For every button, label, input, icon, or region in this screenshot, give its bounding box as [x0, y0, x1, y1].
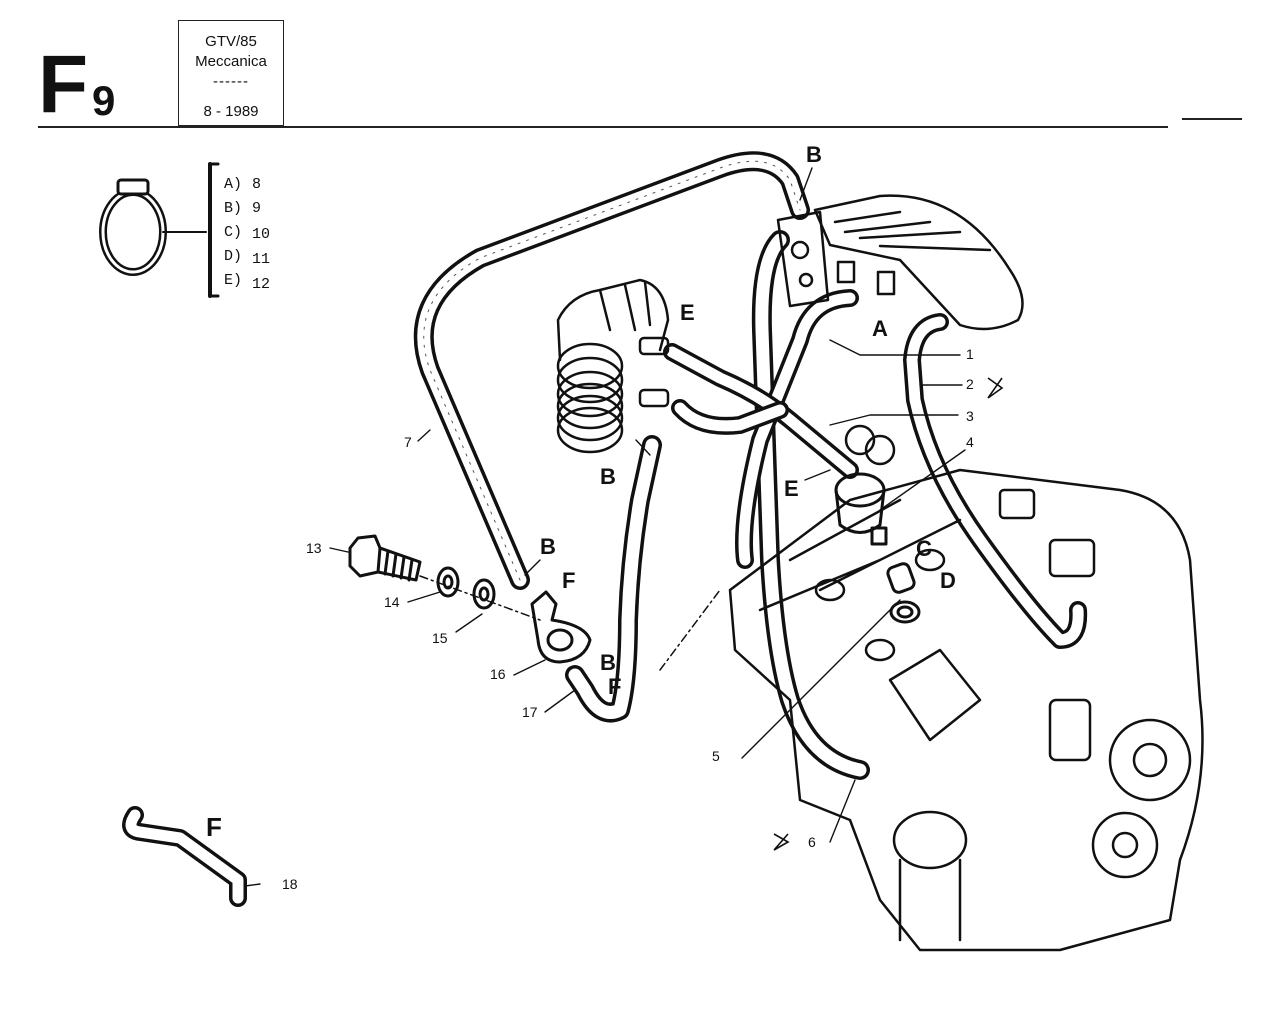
clamp-size-B: 9	[252, 200, 262, 217]
replacement-mark-6	[773, 833, 790, 851]
hose-letter-F-left: F	[562, 568, 576, 593]
thermostat-housing	[776, 210, 896, 308]
part-number-7: 7	[404, 434, 412, 450]
hose-E-top	[663, 343, 859, 479]
hose-letter-B-low: B	[600, 650, 616, 675]
hose-letter-B-left: B	[540, 534, 556, 559]
part-number-14: 14	[384, 594, 400, 610]
intake-manifold	[813, 194, 1024, 331]
clamp-letter-B: B)	[224, 200, 243, 217]
hose-letter-E-mid: E	[784, 476, 799, 501]
date-label: 8 - 1989	[203, 103, 259, 120]
part-number-6: 6	[808, 834, 816, 850]
part-number-4: 4	[966, 434, 974, 450]
hose-long-vertical	[751, 230, 870, 780]
clamp-letter-A: A)	[224, 176, 243, 193]
air-intake-duct	[556, 278, 670, 454]
header-separator: ------	[213, 73, 249, 90]
part-number-17: 17	[522, 704, 538, 720]
header-box: GTV/85 Meccanica ------ 8 - 1989	[178, 20, 284, 126]
header-rule	[38, 126, 1168, 128]
hose-B-lower	[565, 435, 662, 723]
hose-letter-B-mid: B	[600, 464, 616, 489]
hose-A	[735, 289, 859, 569]
engine-block	[728, 424, 1204, 952]
hose-part-18	[122, 806, 247, 907]
header-rule-end	[1182, 118, 1242, 120]
hose-letter-D: D	[940, 568, 956, 593]
part-number-3: 3	[966, 408, 974, 424]
part-number-5: 5	[712, 748, 720, 764]
clamp-letter-E: E)	[224, 272, 243, 289]
clamp-size-C: 10	[252, 226, 271, 243]
page-code-number: 9	[92, 77, 116, 124]
hose-clamp-icon	[99, 178, 207, 276]
part-number-16: 16	[490, 666, 506, 682]
bolt-part-13	[348, 534, 422, 582]
seal-D	[889, 600, 921, 624]
page-code-letter: F	[38, 39, 89, 130]
hose-letter-C: C	[916, 536, 932, 561]
model-label: GTV/85	[205, 33, 257, 50]
hose-letter-A: A	[872, 316, 888, 341]
leader-lines	[244, 167, 966, 887]
clamp-size-E: 12	[252, 276, 271, 293]
replacement-mark-2	[987, 377, 1004, 399]
part-number-13: 13	[306, 540, 322, 556]
hose-7	[413, 151, 810, 590]
part-number-15: 15	[432, 630, 448, 646]
part-number-18: 18	[282, 876, 298, 892]
hose-piece-C	[886, 562, 916, 594]
part-number-1: 1	[966, 346, 974, 362]
clamp-size-D: 11	[252, 251, 271, 268]
hose-letter-E-top: E	[680, 300, 695, 325]
hose-union-part-16	[530, 590, 592, 664]
hose-letter-F-part18: F	[206, 812, 222, 842]
clamp-size-A: 8	[252, 176, 262, 193]
hose-letter-B-top: B	[806, 142, 822, 167]
clamp-letter-D: D)	[224, 248, 243, 265]
hose-letter-F-low: F	[608, 674, 622, 699]
clamp-letter-C: C)	[224, 224, 243, 241]
part-number-2: 2	[966, 376, 974, 392]
air-valve-part-4	[834, 472, 888, 546]
section-label: Meccanica	[195, 53, 267, 70]
